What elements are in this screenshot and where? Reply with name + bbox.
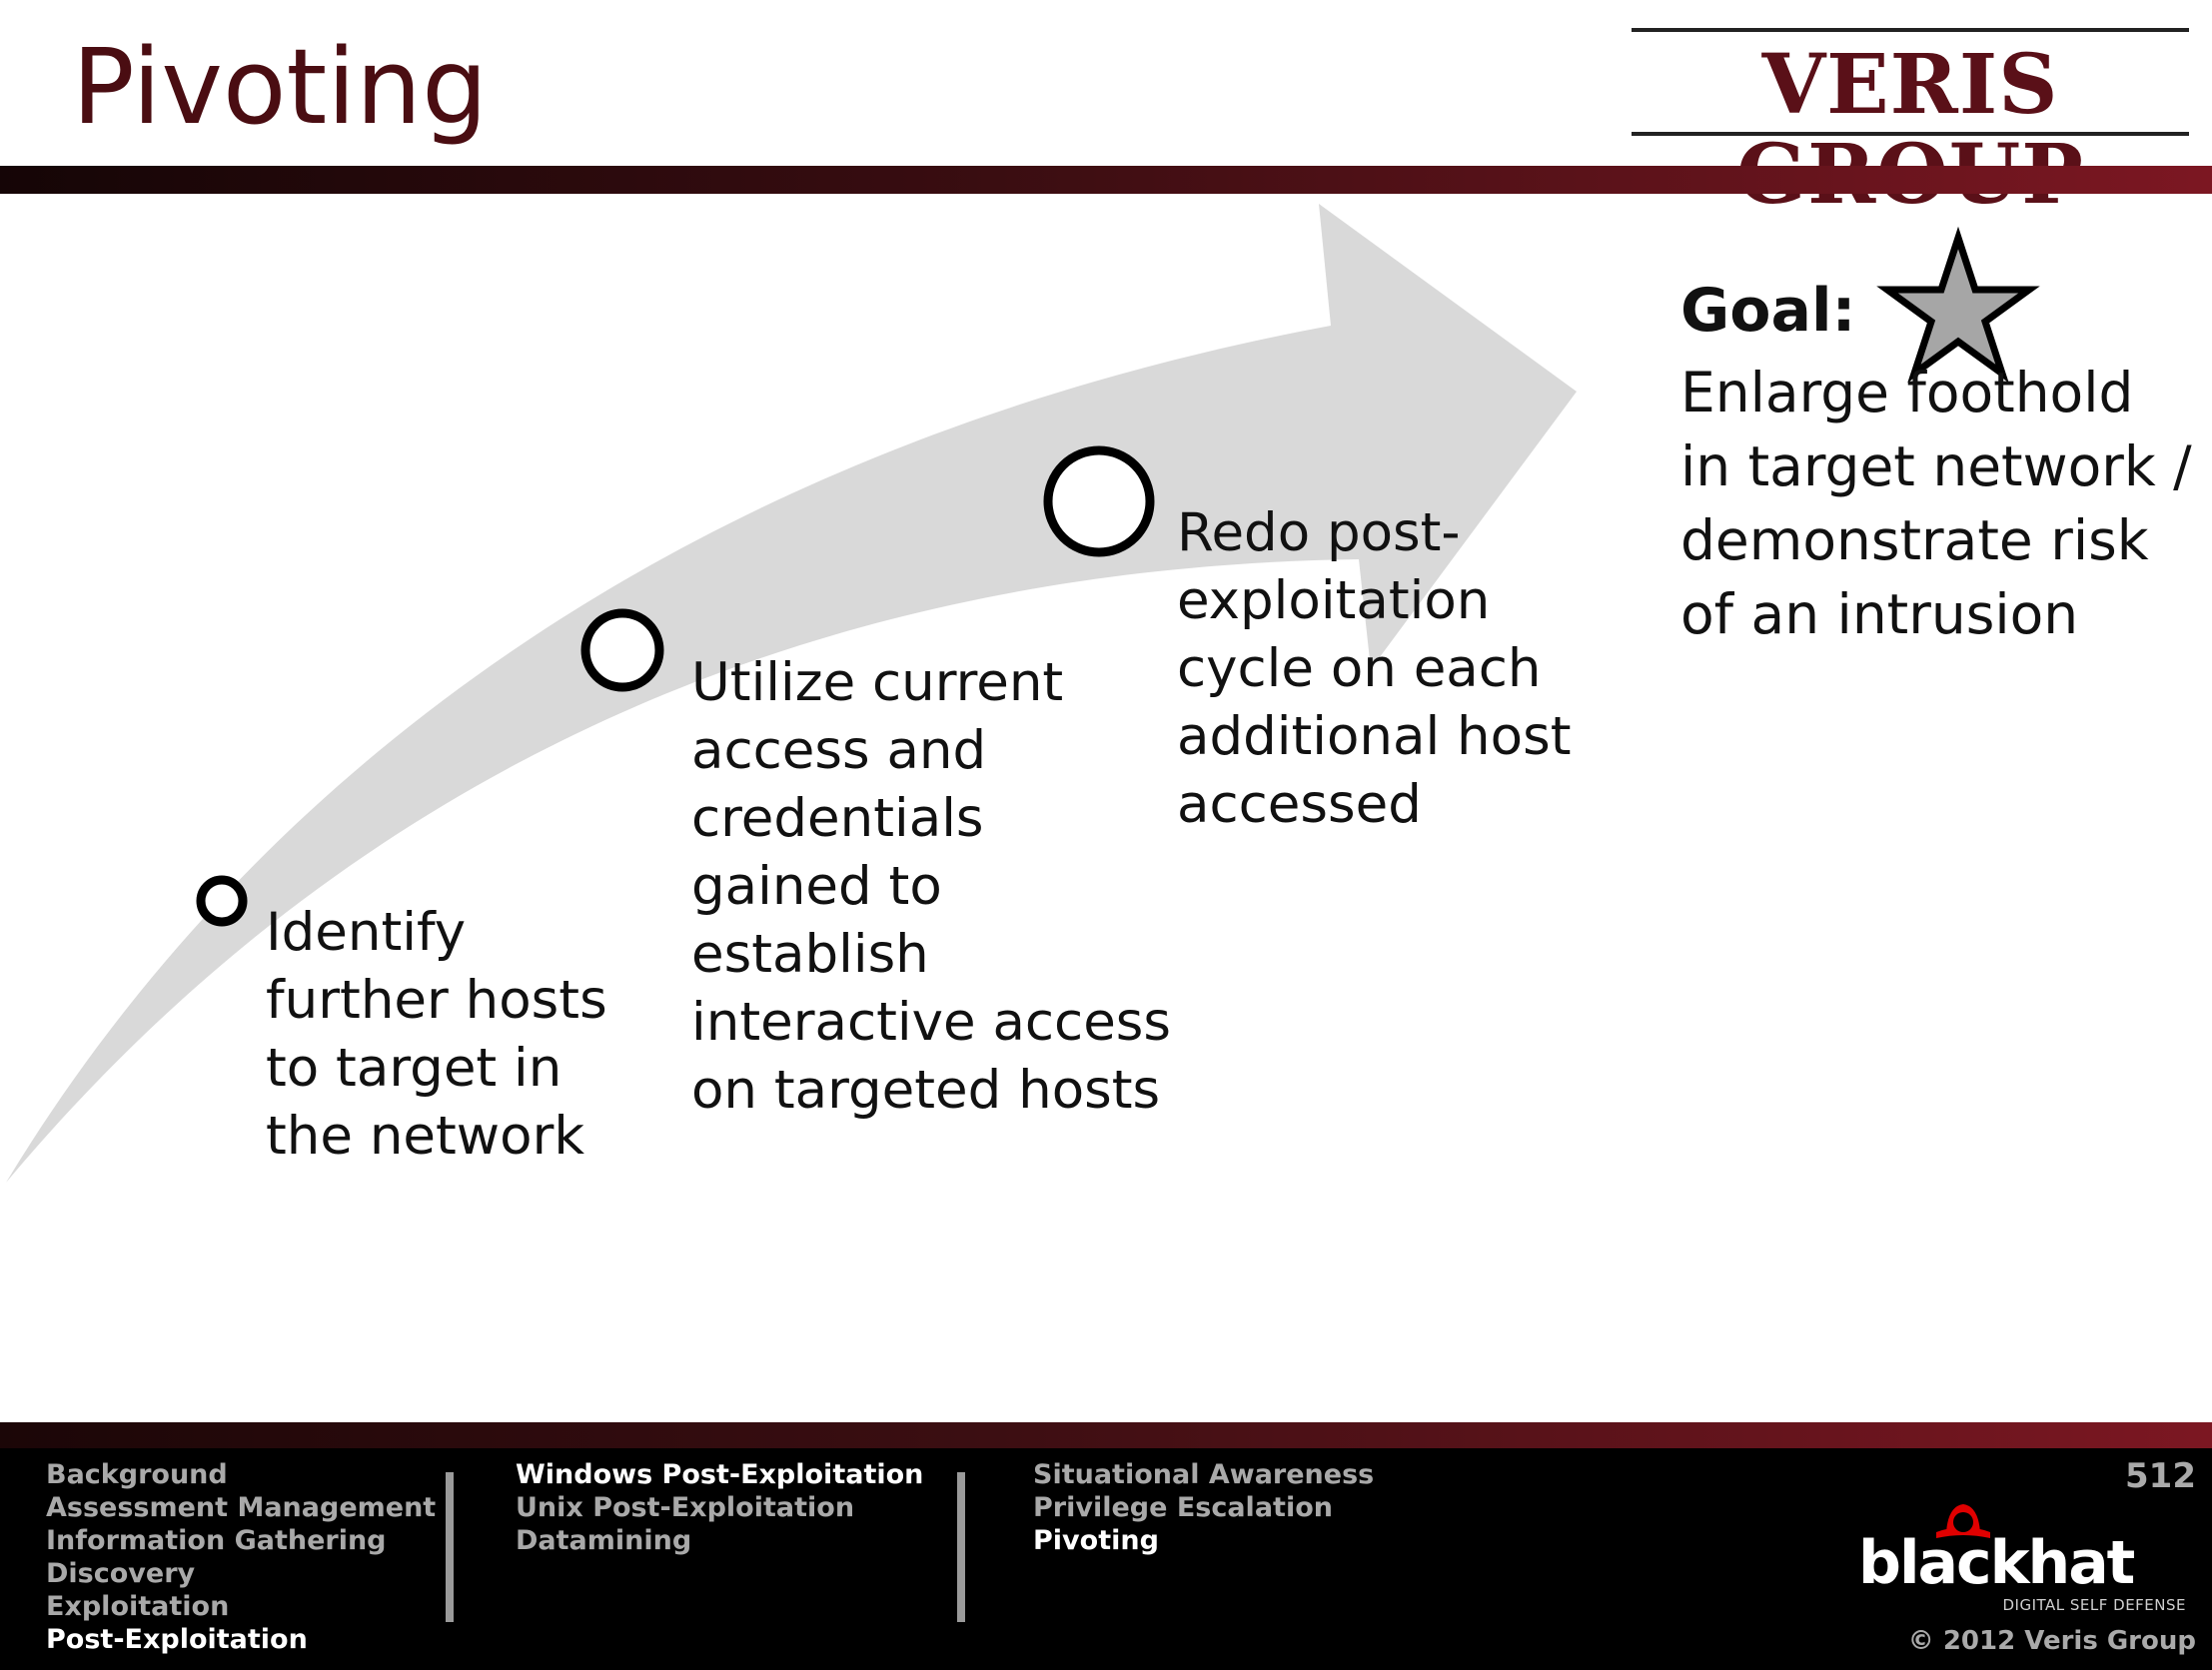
nav-item-privilege-escalation[interactable]: Privilege Escalation	[1033, 1492, 1333, 1523]
goal-label: Goal:	[1680, 276, 1856, 346]
curved-arrow	[6, 204, 1577, 1183]
nav-item-datamining[interactable]: Datamining	[516, 1525, 692, 1556]
nav-separator-2	[957, 1472, 965, 1622]
pivoting-diagram: Identify further hosts to target in the …	[0, 194, 2212, 1422]
nav-item-situational-awareness[interactable]: Situational Awareness	[1033, 1459, 1375, 1490]
logo-bottom-rule	[1632, 132, 2189, 136]
blackhat-tagline: DIGITAL SELF DEFENSE	[2002, 1596, 2186, 1614]
nav-column-3: Situational Awareness Privilege Escalati…	[1033, 1458, 1374, 1557]
step-marker-3	[1043, 445, 1155, 557]
header-band	[0, 166, 2212, 194]
footer-bar: Background Assessment Management Informa…	[0, 1422, 2212, 1670]
nav-item-windows-post-exploitation[interactable]: Windows Post-Exploitation	[516, 1459, 924, 1490]
step-3-text: Redo post- exploitation cycle on each ad…	[1177, 502, 1572, 835]
goal-star-icon	[1876, 226, 2040, 384]
nav-separator-1	[446, 1472, 454, 1622]
curved-arrow-graphic	[6, 204, 2040, 1183]
page-number: 512	[2125, 1456, 2196, 1496]
nav-item-discovery[interactable]: Discovery	[46, 1558, 196, 1589]
nav-item-post-exploitation[interactable]: Post-Exploitation	[46, 1624, 308, 1655]
footer-band	[0, 1422, 2212, 1448]
logo-text: VERIS GROUP	[1736, 37, 2083, 221]
copyright-notice: © 2012 Veris Group	[1907, 1626, 2196, 1656]
blackhat-spy-icon	[1936, 1504, 1990, 1538]
blackhat-wordmark: blackhat	[1858, 1528, 2135, 1598]
nav-item-background[interactable]: Background	[46, 1459, 228, 1490]
step-1-text: Identify further hosts to target in the …	[266, 902, 607, 1167]
nav-item-exploitation[interactable]: Exploitation	[46, 1591, 230, 1622]
nav-item-unix-post-exploitation[interactable]: Unix Post-Exploitation	[516, 1492, 855, 1523]
step-2-text: Utilize current access and credentials g…	[691, 652, 1172, 1121]
nav-column-1: Background Assessment Management Informa…	[46, 1458, 436, 1656]
step-marker-1	[196, 875, 248, 927]
slide-title: Pivoting	[72, 26, 489, 148]
goal-text: Enlarge foothold in target network / dem…	[1680, 361, 2192, 646]
nav-item-information-gathering[interactable]: Information Gathering	[46, 1525, 387, 1556]
step-marker-2	[580, 608, 664, 692]
logo-top-rule	[1632, 28, 2189, 32]
nav-column-2: Windows Post-Exploitation Unix Post-Expl…	[516, 1458, 923, 1557]
nav-item-pivoting[interactable]: Pivoting	[1033, 1525, 1159, 1556]
blackhat-logo: blackhat DIGITAL SELF DEFENSE	[1850, 1492, 2190, 1632]
nav-item-assessment-management[interactable]: Assessment Management	[46, 1492, 437, 1523]
